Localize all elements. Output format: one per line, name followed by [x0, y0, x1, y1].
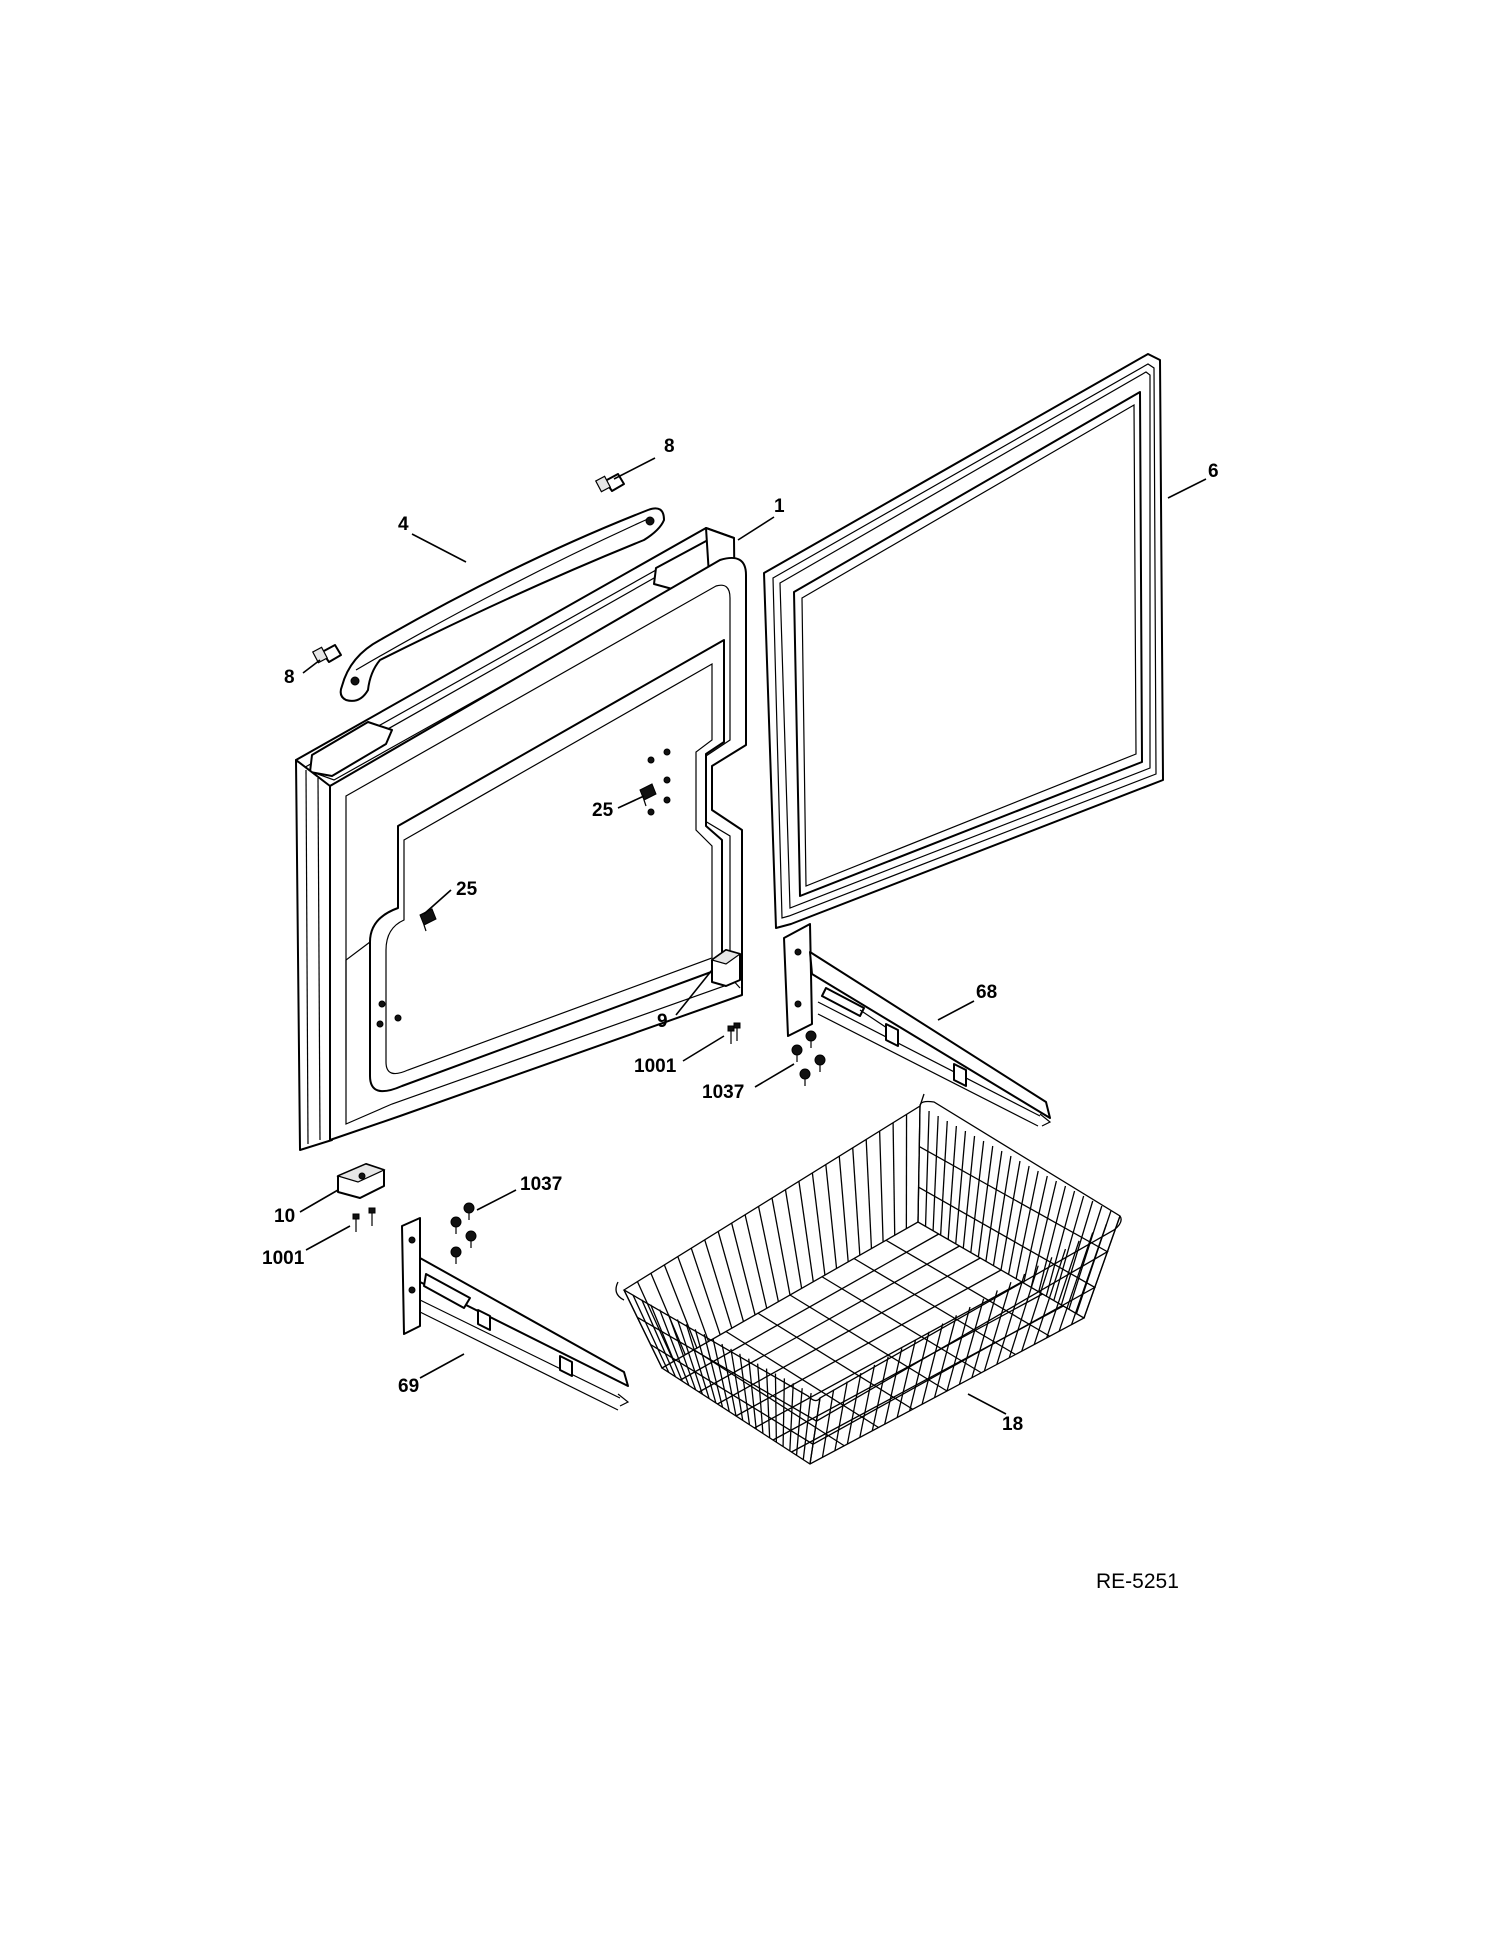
door-handle [339, 507, 665, 702]
handle-screw-top [594, 473, 625, 493]
callout-8-left: 8 [284, 667, 295, 688]
slide-rail-right [783, 923, 1052, 1127]
freezer-door [295, 527, 747, 1151]
callout-68: 68 [976, 982, 997, 1003]
stop-bracket-10 [336, 1163, 386, 1199]
screws-left [450, 1202, 477, 1264]
leader-lines [299, 457, 1207, 1415]
callout-8-top: 8 [664, 436, 675, 457]
callout-25-upper: 25 [592, 800, 614, 821]
callout-25-lower: 25 [456, 879, 478, 900]
stop-bracket-9 [710, 949, 742, 987]
callout-6: 6 [1208, 461, 1219, 482]
callout-69: 69 [398, 1376, 419, 1397]
callout-labels: 8 1 4 6 8 25 25 9 1001 1037 68 10 1001 1… [262, 436, 1219, 1435]
callout-18: 18 [1002, 1414, 1023, 1435]
callout-4: 4 [398, 514, 409, 535]
pins-left [352, 1207, 376, 1232]
callout-1001-right: 1001 [634, 1056, 677, 1077]
handle-screw-left [311, 644, 342, 664]
slide-rail-left [401, 1217, 630, 1411]
callout-9: 9 [657, 1011, 668, 1032]
callout-1037-left: 1037 [520, 1174, 562, 1195]
pins-right [727, 1022, 741, 1044]
callout-1001-left: 1001 [262, 1248, 305, 1269]
diagram-reference-code: RE-5251 [1096, 1570, 1179, 1593]
callout-1: 1 [774, 496, 785, 517]
callout-1037-right: 1037 [702, 1082, 744, 1103]
callout-10: 10 [274, 1206, 295, 1227]
door-gasket [763, 353, 1164, 929]
wire-basket [615, 1093, 1122, 1465]
screws-right [791, 1030, 826, 1086]
